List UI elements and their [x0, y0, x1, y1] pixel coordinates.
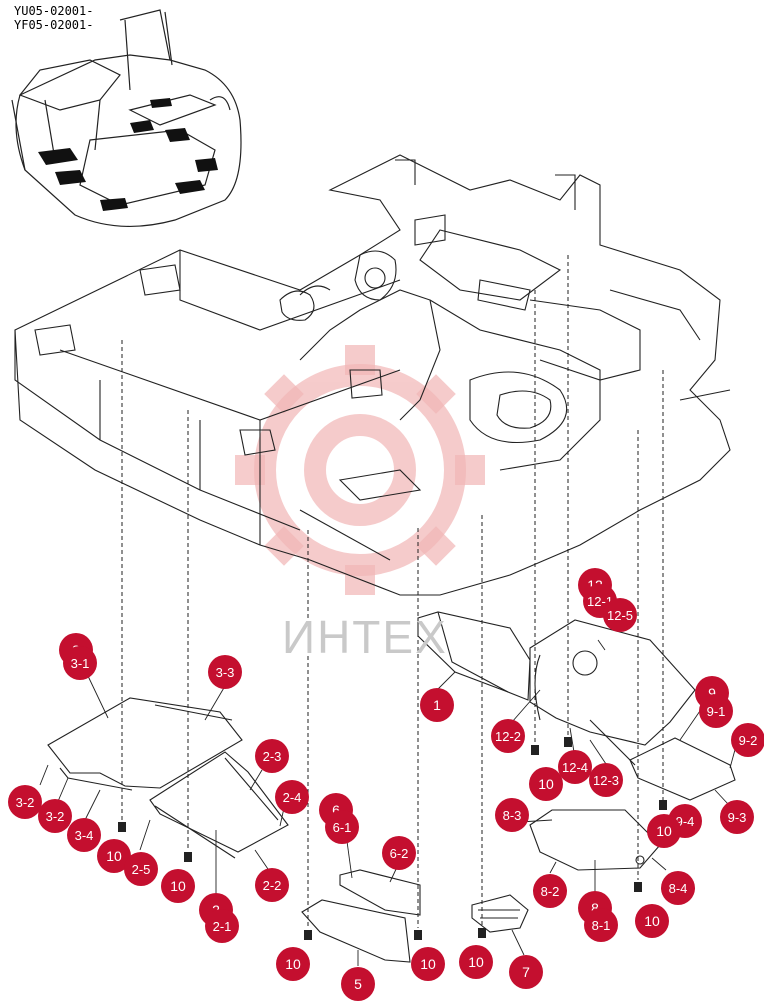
callout-7[interactable]: 7 [509, 955, 543, 989]
callout-3-2[interactable]: 3-2 [8, 785, 42, 819]
excavator-thumbnail [11, 9, 242, 228]
callout-6-2[interactable]: 6-2 [382, 836, 416, 870]
callout-3-3[interactable]: 3-3 [208, 655, 242, 689]
callout-8-4[interactable]: 8-4 [661, 871, 695, 905]
callout-12-3[interactable]: 12-3 [589, 763, 623, 797]
callout-1[interactable]: 1 [420, 688, 454, 722]
callout-3-4[interactable]: 3-4 [67, 818, 101, 852]
leader-lines [39, 639, 737, 966]
serial-range-yf05: YF05-02001- [14, 18, 94, 32]
thumbnail-dark-pads [38, 98, 218, 211]
callout-8-3[interactable]: 8-3 [495, 798, 529, 832]
callout-8-1[interactable]: 8-1 [584, 908, 618, 942]
callout-2-2[interactable]: 2-2 [255, 868, 289, 902]
under-covers [47, 611, 736, 963]
callout-8-2[interactable]: 8-2 [533, 874, 567, 908]
callout-2-3[interactable]: 2-3 [255, 739, 289, 773]
callout-10[interactable]: 10 [411, 947, 445, 981]
callout-6-1[interactable]: 6-1 [325, 810, 359, 844]
callout-9-2[interactable]: 9-2 [731, 723, 764, 757]
upper-frame [14, 154, 731, 596]
callout-10[interactable]: 10 [459, 945, 493, 979]
callout-5[interactable]: 5 [341, 967, 375, 1001]
callout-2-4[interactable]: 2-4 [275, 780, 309, 814]
callout-10[interactable]: 10 [276, 947, 310, 981]
callout-3-2-lower[interactable]: 3-2 [38, 799, 72, 833]
callout-3-1[interactable]: 3-1 [63, 646, 97, 680]
callout-12-5[interactable]: 12-5 [603, 598, 637, 632]
callout-10[interactable]: 10 [635, 904, 669, 938]
callout-10[interactable]: 10 [161, 869, 195, 903]
callout-12-2[interactable]: 12-2 [491, 719, 525, 753]
callout-9-3[interactable]: 9-3 [720, 800, 754, 834]
callout-10[interactable]: 10 [647, 814, 681, 848]
callout-12-4[interactable]: 12-4 [558, 750, 592, 784]
callout-10[interactable]: 10 [529, 767, 563, 801]
serial-range-yu05: YU05-02001- [14, 4, 94, 18]
callout-9-1[interactable]: 9-1 [699, 694, 733, 728]
callout-2-5[interactable]: 2-5 [124, 852, 158, 886]
callout-2-1[interactable]: 2-1 [205, 909, 239, 943]
watermark-text: ИНТЕХ [282, 611, 448, 663]
bolts [118, 737, 667, 940]
